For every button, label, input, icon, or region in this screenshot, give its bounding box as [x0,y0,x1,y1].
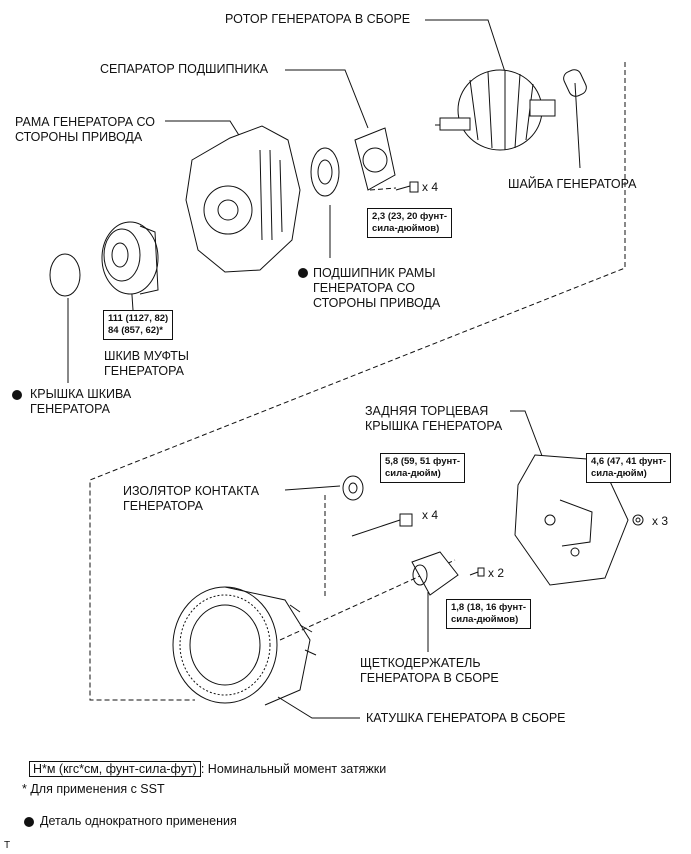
legend-torque-text: : Номинальный момент затяжки [200,762,387,776]
insulator-label: ИЗОЛЯТОР КОНТАКТА ГЕНЕРАТОРА [123,484,260,513]
torque-separator-screw: 2,3 (23, 20 фунт- сила-дюймов) [367,208,453,238]
separator-label: СЕПАРАТОР ПОДШИПНИКА [100,62,269,76]
legend-torque-box: Н*м (кгс*см, фунт-сила-фут) [28,761,201,777]
pulley-cap-drawing [49,253,81,297]
footer-code: T [4,840,11,851]
drive-frame-drawing [185,125,301,273]
insulator-drawing [342,475,364,501]
qty-brush-screw: x 2 [488,566,505,580]
bearing-label: ПОДШИПНИК РАМЫ ГЕНЕРАТОРА СО СТОРОНЫ ПРИ… [313,266,441,310]
legend-torque: Н*м (кгс*см, фунт-сила-фут): Номинальный… [22,748,387,777]
single-use-dot-pulley-cap [12,390,22,400]
legend-single-use: Деталь однократного применения [40,814,237,828]
qty-nut: x 3 [652,514,669,528]
washer-label: ШАЙБА ГЕНЕРАТОРА [508,177,637,191]
brush-holder-label: ЩЕТКОДЕРЖАТЕЛЬ ГЕНЕРАТОРА В СБОРЕ [360,656,499,685]
small-screw-drawing [469,567,485,577]
separator-drawing [354,127,396,191]
bolt-drawing [351,513,413,537]
screw-drawing [395,181,419,193]
coil-drawing [172,586,317,706]
pulley-label: ШКИВ МУФТЫ ГЕНЕРАТОРА [104,349,189,378]
nut-drawing [632,514,644,526]
legend-sst-note: * Для применения с SST [22,782,165,796]
pulley-cap-label: КРЫШКА ШКИВА ГЕНЕРАТОРА [30,387,132,416]
bearing-drawing [310,147,340,197]
rotor-drawing [435,69,556,151]
single-use-dot-bearing [298,268,308,278]
washer-drawing [563,69,587,97]
brush-holder-drawing [411,551,459,596]
pulley-drawing [101,221,159,295]
rear-cover-label: ЗАДНЯЯ ТОРЦЕВАЯ КРЫШКА ГЕНЕРАТОРА [365,404,503,433]
torque-brush-screw: 1,8 (18, 16 фунт- сила-дюймов) [446,599,532,629]
rotor-label: РОТОР ГЕНЕРАТОРА В СБОРЕ [225,12,411,26]
qty-bolt: x 4 [422,508,439,522]
torque-pulley: 111 (1127, 82) 84 (857, 62)* [103,310,174,340]
qty-separator-screw: x 4 [422,180,439,194]
coil-label: КАТУШКА ГЕНЕРАТОРА В СБОРЕ [366,711,566,725]
torque-bolt: 5,8 (59, 51 фунт- сила-дюйм) [380,453,466,483]
assembly-dashed-frame [89,62,626,701]
drive-frame-label: РАМА ГЕНЕРАТОРА СО СТОРОНЫ ПРИВОДА [15,115,155,144]
torque-nut: 4,6 (47, 41 фунт- сила-дюйм) [586,453,672,483]
legend-single-use-dot [24,817,34,827]
